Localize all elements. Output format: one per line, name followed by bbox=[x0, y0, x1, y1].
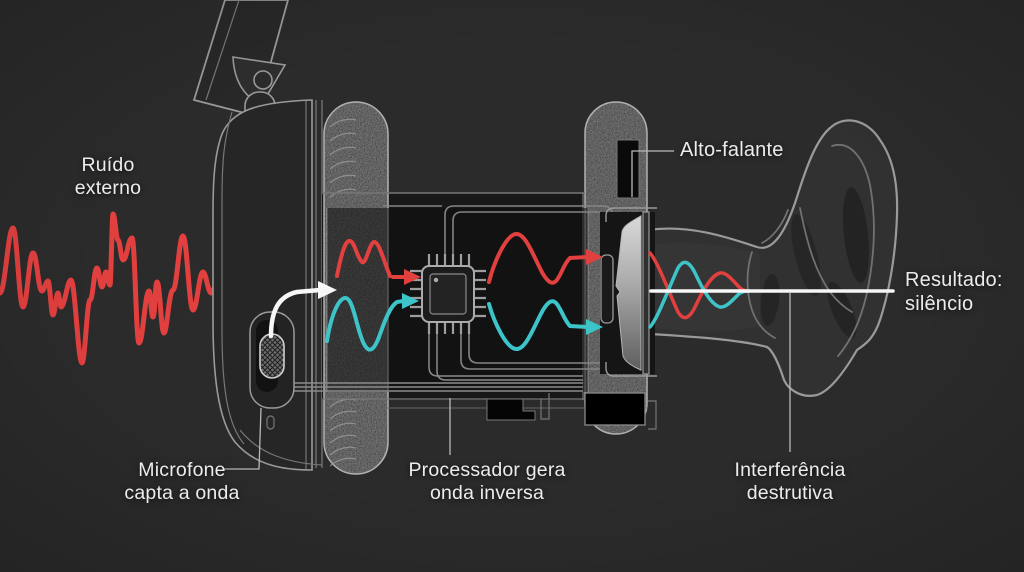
label-line: Ruído bbox=[81, 154, 135, 176]
label-line: Resultado: bbox=[905, 269, 1003, 291]
label-microphone: Microfone capta a onda bbox=[102, 459, 262, 505]
label-interference: Interferência destrutiva bbox=[690, 459, 890, 505]
label-line: onda inversa bbox=[429, 482, 545, 504]
label-line: Interferência bbox=[734, 459, 846, 481]
label-line: Microfone bbox=[138, 459, 226, 481]
label-line: destrutiva bbox=[746, 482, 834, 504]
label-processor: Processador gera onda inversa bbox=[387, 459, 587, 505]
label-line: silêncio bbox=[905, 293, 974, 315]
label-line: Processador gera bbox=[408, 459, 566, 481]
label-line: externo bbox=[74, 177, 142, 199]
label-result-silence: Resultado: silêncio bbox=[905, 268, 1003, 316]
label-line: capta a onda bbox=[124, 482, 240, 504]
label-line: Alto-falante bbox=[680, 139, 784, 161]
label-speaker: Alto-falante bbox=[680, 139, 784, 162]
label-external-noise: Ruído externo bbox=[28, 154, 188, 200]
